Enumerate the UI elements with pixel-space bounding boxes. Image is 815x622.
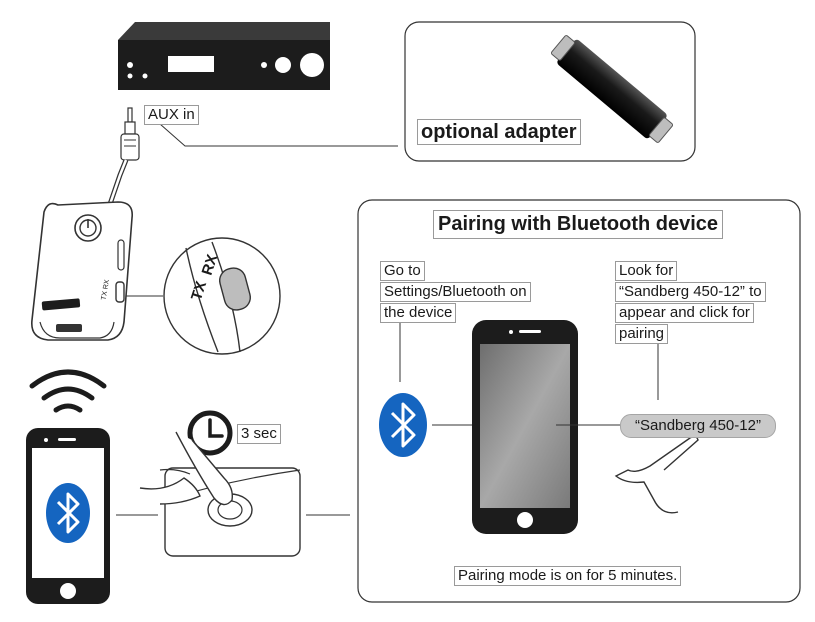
lookfor-instruction: Look for “Sandberg 450-12” to appear and… (615, 261, 766, 345)
bluetooth-transmitter-icon (31, 201, 134, 341)
left-bluetooth-logo-icon (46, 483, 90, 543)
goto-line-2: Settings/Bluetooth on (380, 282, 531, 302)
lookfor-line-1: Look for (615, 261, 678, 281)
clock-icon (187, 410, 233, 456)
device-name-pill[interactable]: “Sandberg 450-12” (620, 414, 776, 438)
goto-line-1: Go to (380, 261, 425, 281)
pairing-title: Pairing with Bluetooth device (433, 210, 724, 239)
adapter-plug-icon (550, 35, 674, 143)
center-smartphone-icon (472, 320, 578, 534)
tx-rx-switch-detail-icon (163, 237, 281, 355)
wifi-signal-icon (29, 369, 107, 413)
audio-jack-icon (105, 107, 140, 211)
aux-adapter-connector (159, 123, 398, 147)
hold-time-label: 3 sec (237, 424, 281, 444)
amplifier-icon (118, 22, 330, 90)
goto-instruction: Go to Settings/Bluetooth on the device (380, 261, 531, 324)
aux-in-label: AUX in (144, 105, 199, 125)
lookfor-line-2: “Sandberg 450-12” to (615, 282, 766, 302)
pairing-note: Pairing mode is on for 5 minutes. (454, 566, 682, 586)
goto-line-3: the device (380, 303, 457, 323)
right-bluetooth-logo-icon (379, 393, 427, 457)
lookfor-line-3: appear and click for (615, 303, 754, 323)
hand-pressing-button-icon (139, 431, 301, 557)
optional-adapter-label: optional adapter (417, 119, 581, 145)
lookfor-line-4: pairing (615, 324, 669, 344)
